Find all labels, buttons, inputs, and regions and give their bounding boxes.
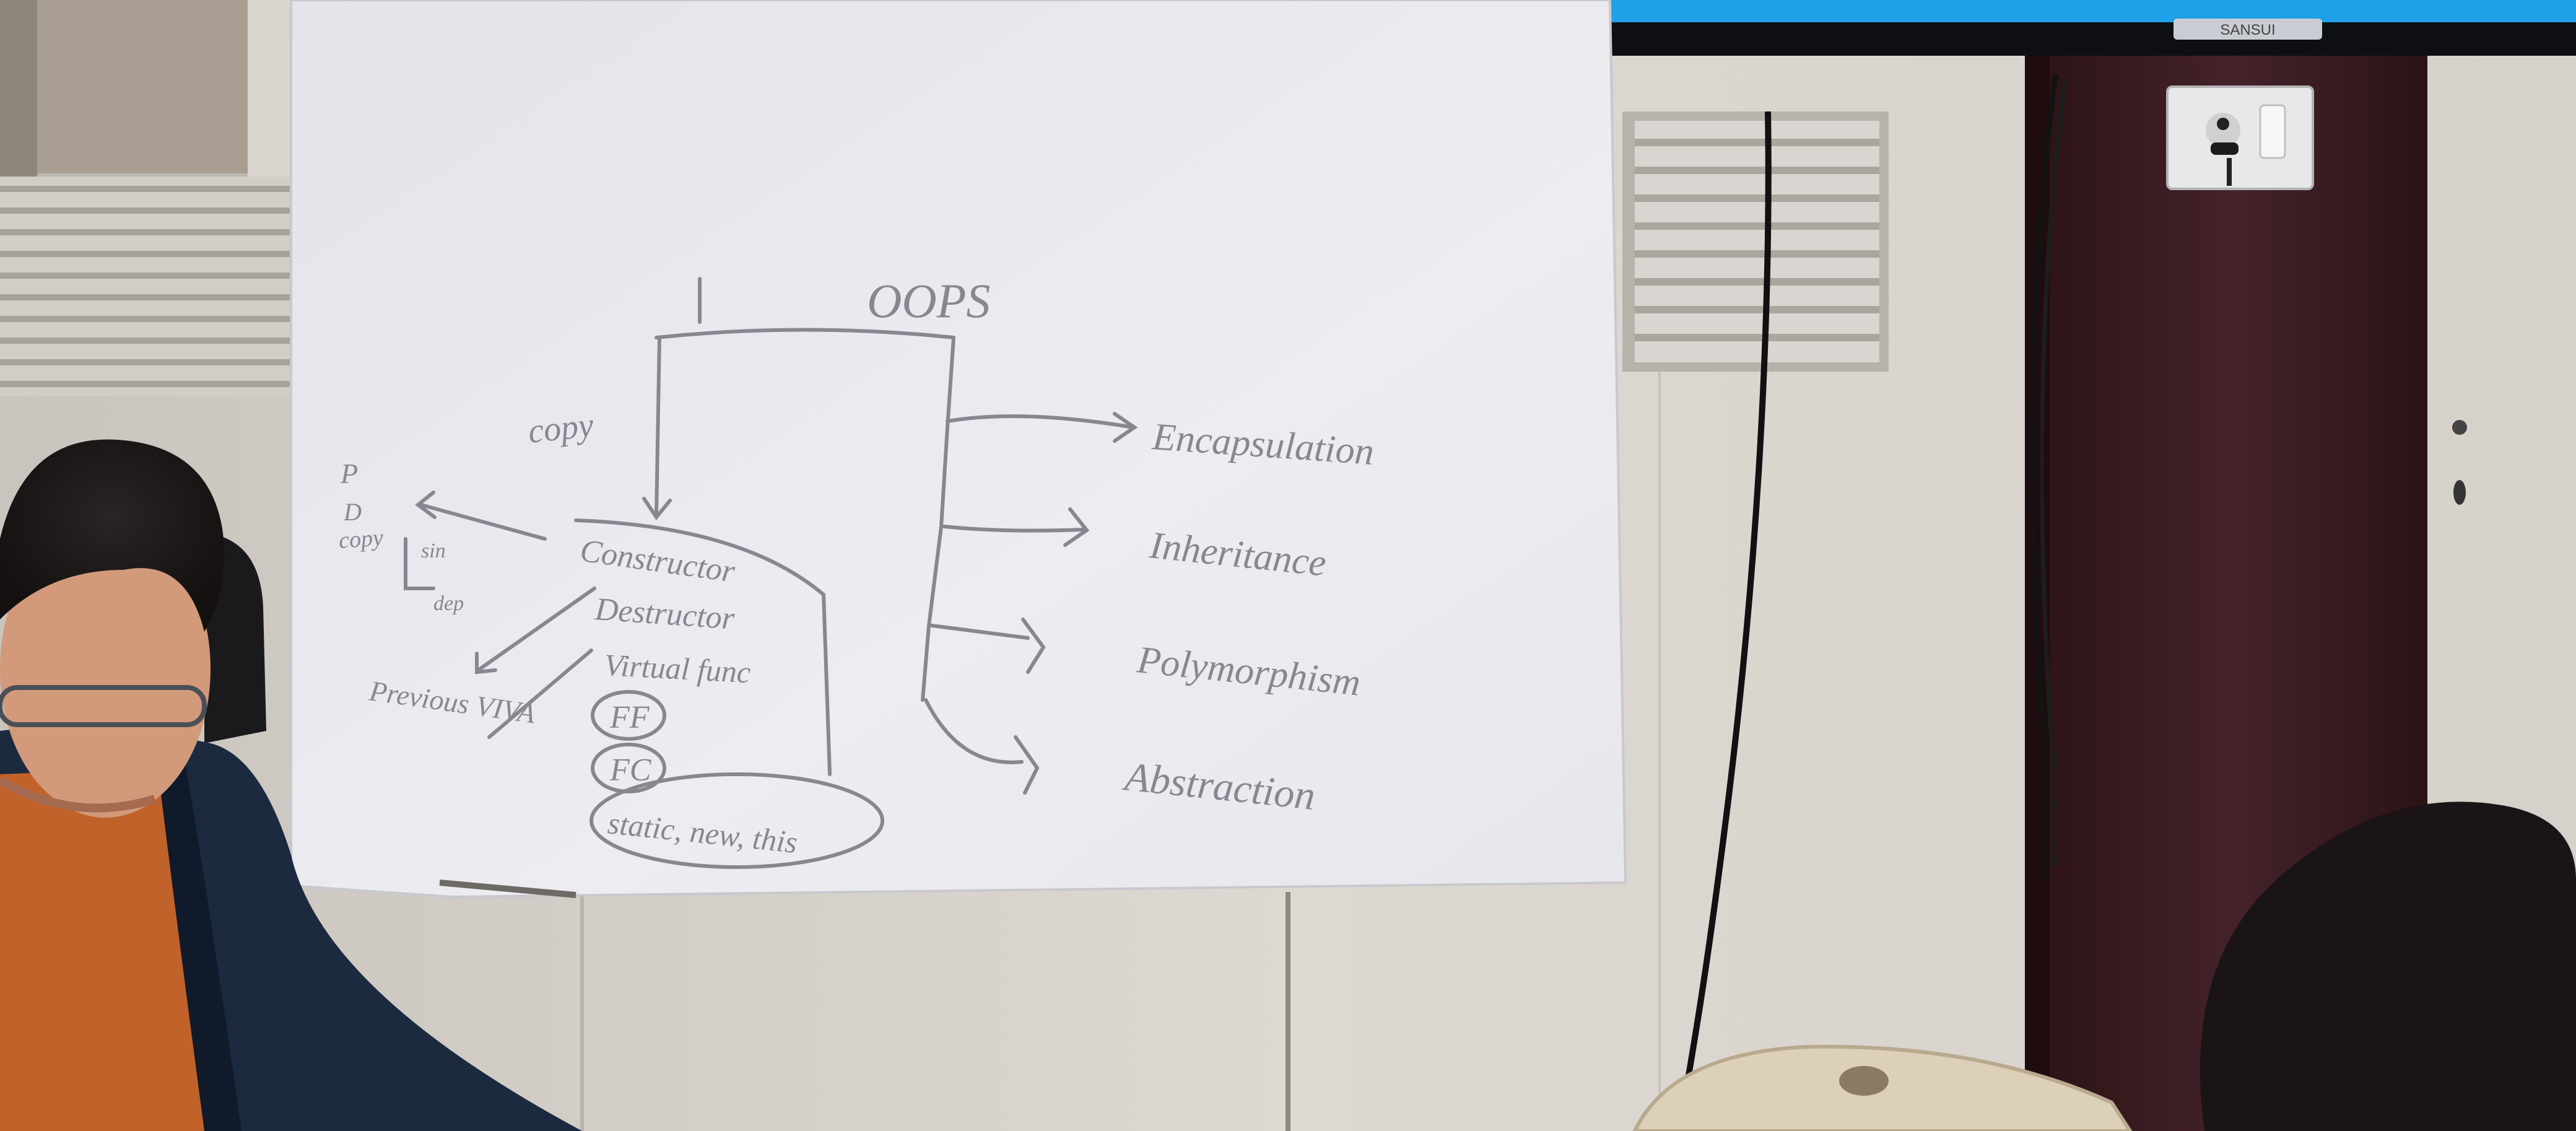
note-p: P [340, 458, 358, 489]
whiteboard-drawing [404, 277, 1138, 869]
black-cable [1678, 111, 1772, 1131]
black-cable [2030, 74, 2059, 880]
wall-vent [1622, 111, 1889, 372]
oops-title: OOPS [867, 274, 990, 328]
item-ff: FF [609, 700, 650, 735]
marker-tray [439, 880, 577, 898]
tv-brand: SANSUI [2220, 22, 2275, 38]
copy-label: copy [526, 406, 596, 451]
power-socket [2166, 85, 2314, 190]
item-virtual-func: Virtual func [603, 647, 751, 689]
person-right-head [2200, 801, 2576, 1131]
left-window [0, 0, 291, 396]
tv-screen: SANSUI [1604, 0, 2576, 56]
item-fc: FC [609, 753, 652, 788]
wall-screw [2452, 420, 2467, 435]
wall-hole [2453, 480, 2466, 505]
note-d: D [343, 498, 362, 526]
note-sin: sin [421, 539, 446, 562]
chair-emblem [1839, 1066, 1889, 1096]
tv-logo-plate [2174, 19, 2322, 40]
person-left [0, 439, 582, 1131]
whiteboard [290, 0, 1627, 899]
note-dep: dep [433, 592, 464, 615]
black-cable [2040, 80, 2068, 867]
note-copy: copy [338, 525, 385, 554]
